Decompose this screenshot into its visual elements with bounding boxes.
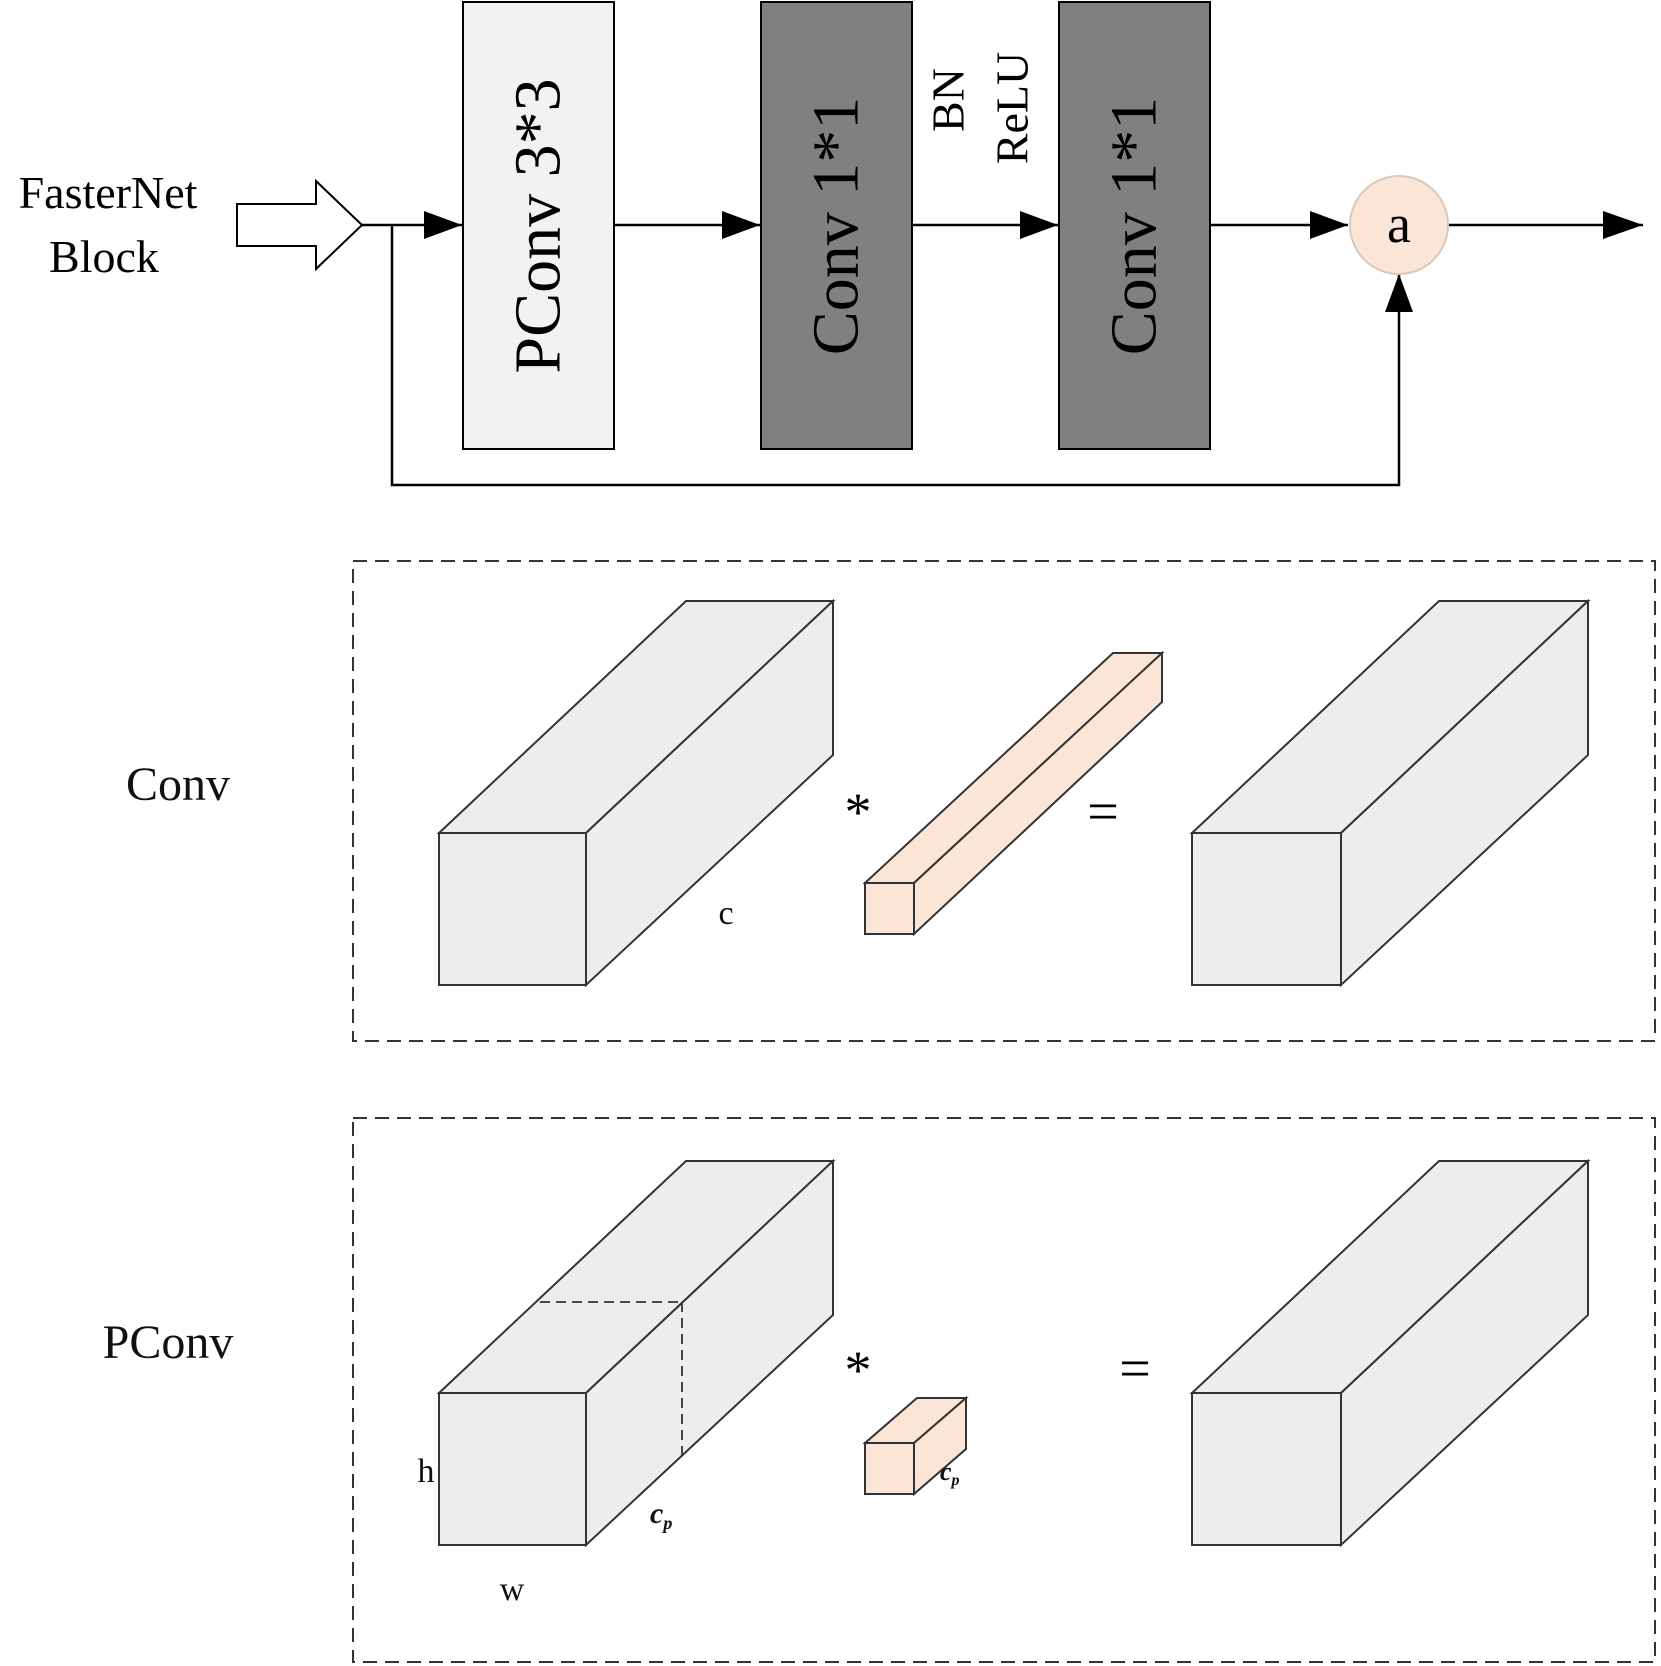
add-node-label: a: [1387, 194, 1411, 254]
conv-kernel: [862, 650, 1165, 937]
conv-equals-sign: =: [1087, 781, 1119, 843]
arrowhead-conv2-icon: [1020, 211, 1058, 239]
pconv-kernel-cp: cp: [940, 1457, 960, 1489]
arrowhead-add-icon: [1310, 211, 1348, 239]
conv-1x1-label-1: Conv 1*1: [800, 97, 873, 356]
pconv-multiply-operator: *: [845, 1340, 872, 1400]
conv-row-label: Conv: [126, 758, 230, 811]
conv-output-cube: [1189, 598, 1591, 988]
input-label-line1: FasterNet: [19, 167, 198, 218]
bn-label: BN: [923, 68, 974, 132]
conv-1x1-box-2: [1058, 1, 1211, 450]
conv-1x1-label-2: Conv 1*1: [1098, 97, 1171, 356]
pconv-input-cube: [436, 1158, 836, 1548]
arrowhead-output-icon: [1603, 211, 1643, 239]
pconv-kernel: [862, 1395, 969, 1497]
pconv-3x3-box: [462, 1, 615, 450]
arrowhead-conv1-icon: [722, 211, 760, 239]
pconv-dim-cp: cp: [650, 1497, 672, 1533]
pconv-3x3-label: PConv 3*3: [502, 78, 575, 373]
conv-1x1-box-1: [760, 1, 913, 450]
conv-dim-c: c: [718, 895, 733, 932]
input-label-line2: Block: [49, 231, 159, 282]
arrowhead-pconv-icon: [424, 211, 462, 239]
pconv-output-cube: [1189, 1158, 1591, 1548]
conv-multiply-operator: *: [845, 782, 872, 842]
relu-label: ReLU: [987, 52, 1038, 164]
pconv-partial-channel-guides: [540, 1301, 683, 1455]
pconv-row-label: PConv: [103, 1316, 234, 1369]
add-node: [1349, 175, 1449, 275]
conv-panel-frame: [352, 560, 1656, 1042]
input-arrow-icon: [236, 178, 364, 272]
pconv-panel-frame: [352, 1117, 1656, 1663]
pconv-dim-h: h: [418, 1453, 435, 1490]
conv-input-cube: [436, 598, 836, 988]
arrowhead-skip-icon: [1385, 274, 1413, 312]
skip-connection: [390, 225, 1401, 487]
pconv-dim-w: w: [500, 1571, 525, 1608]
pconv-equals-sign: =: [1119, 1338, 1151, 1400]
